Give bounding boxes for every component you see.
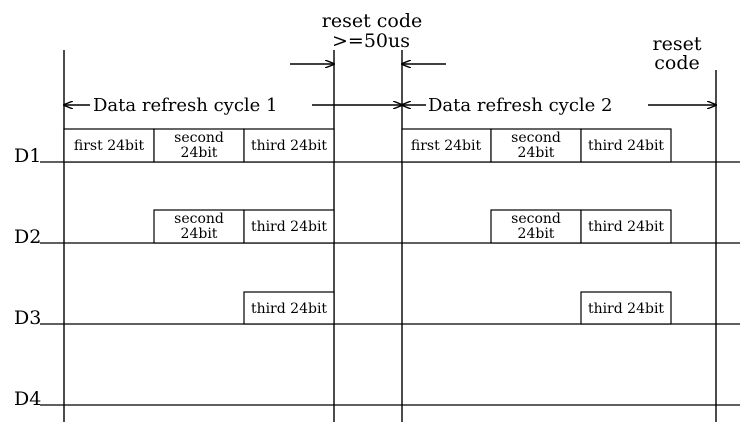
svg-text:24bit: 24bit xyxy=(181,145,218,161)
d2-cycle1-third-segment: third 24bit xyxy=(243,209,335,244)
svg-text:second: second xyxy=(174,130,224,146)
channel-label-d3: D3 xyxy=(14,307,41,329)
d3-cycle2-third-segment: third 24bit xyxy=(580,291,672,325)
svg-text:second: second xyxy=(511,211,561,227)
svg-text:third 24bit: third 24bit xyxy=(251,219,327,235)
svg-text:third 24bit: third 24bit xyxy=(251,138,327,154)
d2-cycle2-second-segment: second 24bit xyxy=(490,209,582,244)
channel-label-d1: D1 xyxy=(14,145,41,167)
channel-label-d2: D2 xyxy=(14,226,41,248)
reset-code-right-label-line1: reset xyxy=(653,33,702,55)
d1-cycle2-first-segment: first 24bit xyxy=(401,128,492,163)
d3-cycle1-third-segment: third 24bit xyxy=(243,291,335,325)
d1-cycle1-third-segment: third 24bit xyxy=(243,128,335,163)
cycle2-label: Data refresh cycle 2 xyxy=(428,95,613,116)
d2-cycle2-third-segment: third 24bit xyxy=(580,209,672,244)
svg-text:third 24bit: third 24bit xyxy=(588,219,664,235)
svg-text:first 24bit: first 24bit xyxy=(411,138,482,154)
svg-text:third 24bit: third 24bit xyxy=(588,301,664,317)
d1-cycle1-second-segment: second 24bit xyxy=(153,128,245,163)
svg-text:24bit: 24bit xyxy=(518,226,555,242)
svg-text:third 24bit: third 24bit xyxy=(251,301,327,317)
d2-cycle1-second-segment: second 24bit xyxy=(153,209,245,244)
d1-cycle2-second-segment: second 24bit xyxy=(490,128,582,163)
reset-code-label: reset code xyxy=(322,10,422,32)
channel-label-d4: D4 xyxy=(14,388,41,410)
cycle1-label: Data refresh cycle 1 xyxy=(93,95,278,116)
d1-cycle2-third-segment: third 24bit xyxy=(580,128,672,163)
d1-cycle1-first-segment: first 24bit xyxy=(63,128,155,163)
svg-text:first 24bit: first 24bit xyxy=(74,138,145,154)
svg-text:second: second xyxy=(511,130,561,146)
svg-text:third 24bit: third 24bit xyxy=(588,138,664,154)
svg-text:24bit: 24bit xyxy=(181,226,218,242)
svg-text:24bit: 24bit xyxy=(518,145,555,161)
reset-code-right-label-line2: code xyxy=(654,52,700,74)
reset-code-duration-label: >=50us xyxy=(332,30,410,52)
svg-text:second: second xyxy=(174,211,224,227)
